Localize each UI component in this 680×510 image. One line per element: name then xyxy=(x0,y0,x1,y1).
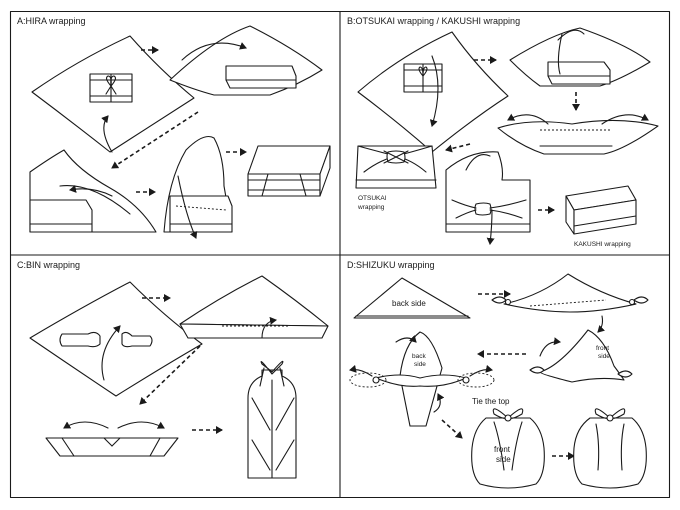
bottle-left xyxy=(59,331,101,348)
panel-a-title: A:HIRA wrapping xyxy=(17,16,86,26)
back-label-1: back xyxy=(412,353,426,360)
panel-c-title: C:BIN wrapping xyxy=(17,260,80,270)
otsukai-label-2: wrapping xyxy=(357,204,385,211)
panel-c-illustrations xyxy=(29,275,329,479)
panel-frames xyxy=(9,10,671,499)
panel-b-title: B:OTSUKAI wrapping / KAKUSHI wrapping xyxy=(347,16,520,26)
front-side-label-1: front xyxy=(596,345,609,352)
bottle-right xyxy=(121,331,153,348)
tie-the-top-label: Tie the top xyxy=(472,397,510,406)
panel-a-illustrations xyxy=(29,25,331,239)
back-label-2: side xyxy=(414,361,426,368)
gift-box xyxy=(89,73,133,103)
bag-front-label-1: front xyxy=(494,445,511,454)
panel-d-title: D:SHIZUKU wrapping xyxy=(347,260,435,270)
back-side-label: back side xyxy=(392,299,426,308)
otsukai-label-1: OTSUKAI xyxy=(358,195,387,202)
kakushi-label: KAKUSHI wrapping xyxy=(574,241,631,248)
front-side-label-2: side xyxy=(598,353,610,360)
panel-b-illustrations: OTSUKAI wrapping KAKUSHI wrapping xyxy=(355,27,659,248)
bag-front-label-2: side xyxy=(496,455,511,464)
panel-d-illustrations: back side front side back side Tie t xyxy=(349,273,649,489)
